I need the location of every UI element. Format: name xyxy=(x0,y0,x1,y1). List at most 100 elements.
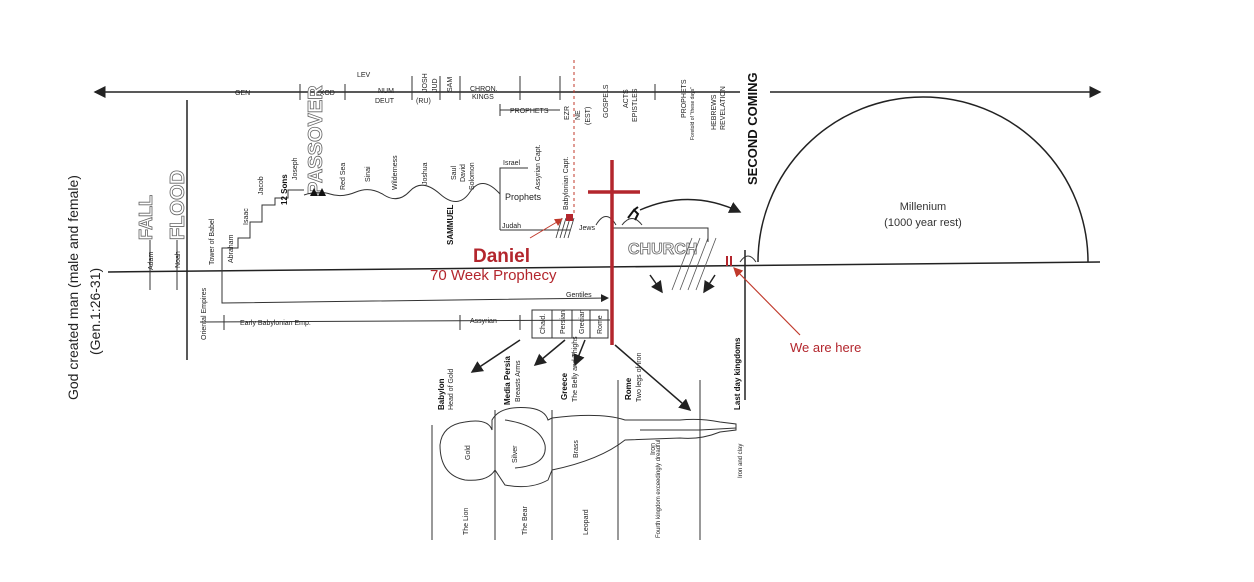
era-passover: PASSOVER xyxy=(305,85,327,195)
isaac-label: Isaac xyxy=(243,208,250,225)
era-fall: FALL xyxy=(136,195,156,240)
book-josh: JOSH xyxy=(422,73,429,92)
statue-arrow-silver xyxy=(533,339,566,366)
babylonian-capt-label: Babylonian Capt. xyxy=(563,157,570,210)
statue-arm xyxy=(504,419,546,469)
gentiles-label: Gentiles xyxy=(566,292,592,299)
david-label: David xyxy=(460,164,467,182)
red-sea-label: Red Sea xyxy=(340,163,347,190)
daniel-title: Daniel xyxy=(473,246,530,267)
book-epistles: EPISTLES xyxy=(632,88,639,122)
book-chron: CHRON. xyxy=(470,86,498,93)
jews-arc-2 xyxy=(621,218,643,226)
book-kings: KINGS xyxy=(472,94,494,101)
twelve-sons-label: 12 Sons xyxy=(280,174,289,205)
creation-ref-label: (Gen.1:26-31) xyxy=(87,268,103,355)
beast-bear: The Bear xyxy=(522,506,529,535)
jews-label: Jews xyxy=(579,225,595,232)
metal-gold: Gold xyxy=(465,445,472,460)
statue-table xyxy=(431,380,701,540)
daniel-arrow xyxy=(529,218,563,239)
statue-leg-split xyxy=(640,427,737,431)
adam-label: Adam xyxy=(148,252,155,270)
book-ezr: EZR xyxy=(564,106,571,120)
joshua-label: Joshua xyxy=(422,162,429,185)
book-ne: NE xyxy=(575,110,582,120)
book-deut: DEUT xyxy=(375,98,395,105)
kingdom-rome: Rome xyxy=(624,377,633,400)
creation-label: God created man (male and female) xyxy=(65,175,81,400)
book-jud: JUD xyxy=(432,78,439,92)
book-revelation: REVELATION xyxy=(720,86,727,130)
kingdom-greece-desc: The Belly and Thighs xyxy=(572,336,579,402)
here-marker-2 xyxy=(730,256,732,266)
book-acts: ACTS xyxy=(623,89,630,108)
book-gospels: GOSPELS xyxy=(603,84,610,118)
early-babylonian-label: Early Babylonian Emp. xyxy=(240,320,311,327)
beast-leopard: Leopard xyxy=(583,509,590,535)
judah-label: Judah xyxy=(502,223,521,230)
here-marker-1 xyxy=(726,256,728,266)
book-lev: LEV xyxy=(357,72,371,79)
noah-label: Noah xyxy=(175,251,182,268)
millenium-title: Millenium xyxy=(900,201,946,213)
kingdom-babylon-desc: Head of Gold xyxy=(448,369,455,410)
book-prophets-2: PROPHETS xyxy=(681,79,688,118)
joseph-label: Joseph xyxy=(292,157,299,180)
kingdom-media-persia-desc: Breasts Arms xyxy=(515,360,522,402)
millenium-dome xyxy=(757,96,1089,263)
church-arrow-right xyxy=(703,274,716,294)
samuel-label: SAMMUEL xyxy=(446,204,455,245)
assyrian-label: Assyrian xyxy=(470,318,497,325)
beast-fourth: Fourth kingdom exceedingly dreadful xyxy=(656,440,662,538)
metal-brass: Brass xyxy=(573,440,580,458)
book-sam: SAM xyxy=(447,77,454,92)
book-foretold: Foretold of "these days" xyxy=(690,87,696,140)
kingdom-babylon: Babylon xyxy=(437,378,446,410)
prophets-label: Prophets xyxy=(505,192,542,202)
metal-silver: Silver xyxy=(512,445,519,463)
solomon-label: Solomon xyxy=(469,162,476,190)
jews-arc xyxy=(595,216,617,226)
israel-label: Israel xyxy=(503,160,521,167)
kingdom-greece: Greece xyxy=(560,372,569,400)
gentiles-line xyxy=(221,294,609,304)
patriarch-staircase xyxy=(221,189,304,300)
book-gen: GEN xyxy=(235,90,250,97)
we-are-here-arrow xyxy=(733,267,801,336)
beast-lion: The Lion xyxy=(463,508,470,535)
millenium-subtitle: (1000 year rest) xyxy=(884,217,962,229)
persian-label: Persian xyxy=(560,310,567,334)
rapture-arrow xyxy=(639,198,742,213)
kingdom-split xyxy=(499,167,528,230)
metal-iron-clay: Iron and clay xyxy=(738,444,744,478)
grecian-label: Grecian xyxy=(579,309,586,334)
chald-label: Chald. xyxy=(540,314,547,334)
daniel-marker xyxy=(566,214,573,221)
abraham-label: Abraham xyxy=(228,234,235,263)
era-church: CHURCH xyxy=(628,241,697,258)
statue-arrow-gold xyxy=(470,339,521,373)
book-prophets: PROPHETS xyxy=(510,108,549,115)
wilderness-label: Wilderness xyxy=(392,155,399,190)
book-exod: EXOD xyxy=(315,90,335,97)
book-est: (EST) xyxy=(585,107,592,125)
statue-figure xyxy=(439,407,737,488)
kingdom-rome-desc: Two legs of Iron xyxy=(636,352,643,402)
church-arrow-left xyxy=(649,274,663,294)
saul-label: Saul xyxy=(451,166,458,180)
return-arc xyxy=(739,255,757,263)
book-num: NUM xyxy=(378,88,394,95)
runner-figure xyxy=(627,206,640,221)
rome-label: Rome xyxy=(597,315,604,334)
main-timeline xyxy=(107,261,1101,273)
oriental-label: Oriental Empires xyxy=(201,287,208,340)
jacob-label: Jacob xyxy=(258,176,265,195)
metal-iron: Iron xyxy=(650,443,657,455)
book-hebrews: HEBREWS xyxy=(711,94,718,130)
babel-label: Tower of Babel xyxy=(209,218,216,265)
statue-arrow-iron xyxy=(614,344,692,411)
we-are-here-label: We are here xyxy=(790,340,861,355)
